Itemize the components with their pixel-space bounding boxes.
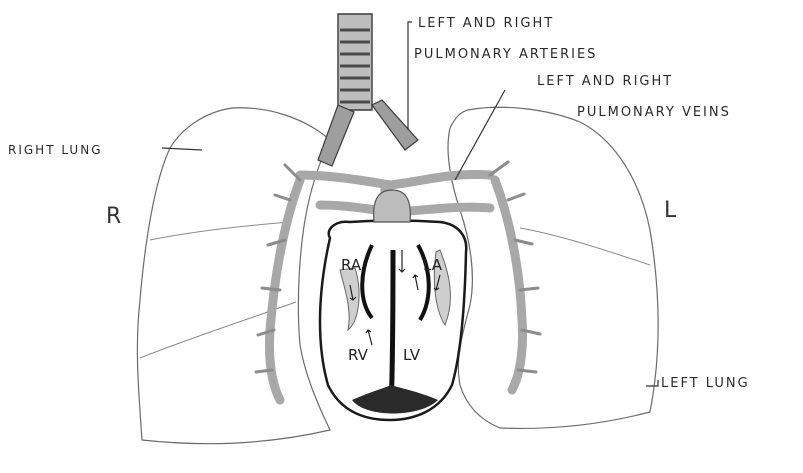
right-atrium-label: RA xyxy=(341,256,361,274)
right-ventricle-label: RV xyxy=(348,346,368,364)
pulmonary-veins-label-line2: PULMONARY VEINS xyxy=(577,105,731,120)
pulmonary-arteries-label-line1: LEFT AND RIGHT xyxy=(418,16,554,31)
pulmonary-arteries-label-line2: PULMONARY ARTERIES xyxy=(414,47,597,62)
left-ventricle-label: LV xyxy=(403,346,420,364)
great-vessels xyxy=(374,190,411,222)
left-atrium-label: LA xyxy=(423,256,442,274)
left-lung-pointer-line xyxy=(646,380,658,386)
left-bronchus xyxy=(372,100,418,150)
right-lung-label: RIGHT LUNG xyxy=(8,143,103,157)
side-left-marker: L xyxy=(664,198,676,223)
trachea xyxy=(338,14,372,110)
left-lung-outline xyxy=(448,107,658,428)
right-lung-pointer-line xyxy=(162,148,202,150)
veins-pointer-line xyxy=(455,90,505,180)
right-bronchus xyxy=(318,105,354,166)
pulmonary-veins-label-line1: LEFT AND RIGHT xyxy=(537,74,673,89)
side-right-marker: R xyxy=(106,204,121,229)
right-lung-outline xyxy=(137,108,330,444)
arteries-pointer-line xyxy=(408,22,412,130)
right-lung-fissure-upper xyxy=(150,222,290,240)
left-lung-label: LEFT LUNG xyxy=(661,376,750,391)
left-lung-fissure xyxy=(520,228,650,265)
trachea-rings xyxy=(340,30,370,102)
